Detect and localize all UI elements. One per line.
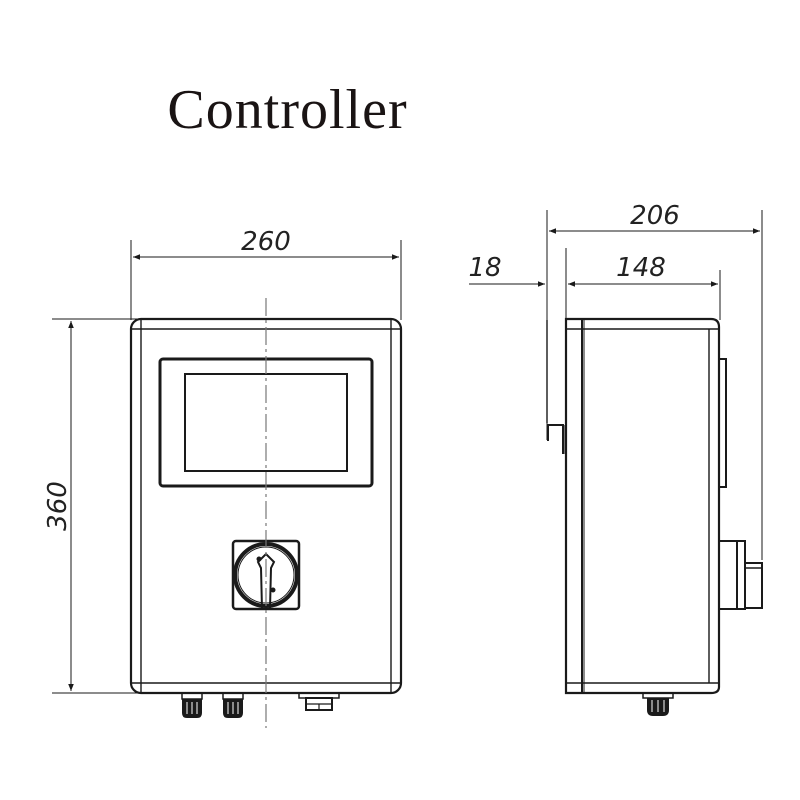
dimension-body-148: 148 [565, 248, 721, 320]
dimension-height-360: 360 [43, 318, 140, 694]
overall-depth-label: 206 [630, 201, 680, 231]
cable-gland-left [181, 692, 203, 718]
side-rotary-switch [718, 540, 763, 610]
width-label: 260 [241, 227, 291, 257]
cable-gland-right [222, 692, 244, 718]
cable-gland-bottom [642, 692, 674, 716]
connector [298, 692, 340, 711]
height-label: 360 [43, 481, 73, 531]
dimension-width-260: 260 [130, 227, 402, 320]
side-view: 206 18 148 [468, 201, 763, 716]
switch-indicator-dot [256, 556, 262, 562]
dimension-bracket-18: 18 [468, 253, 545, 287]
front-view: 260 360 [43, 227, 403, 728]
drawing-title: Controller [167, 79, 408, 141]
body-depth-label: 148 [616, 253, 666, 283]
enclosure-side [564, 317, 721, 695]
bracket-offset-label: 18 [468, 253, 501, 283]
side-panel-display [718, 358, 727, 488]
mounting-bracket [546, 320, 565, 454]
dimension-depth-206: 206 [546, 201, 763, 560]
